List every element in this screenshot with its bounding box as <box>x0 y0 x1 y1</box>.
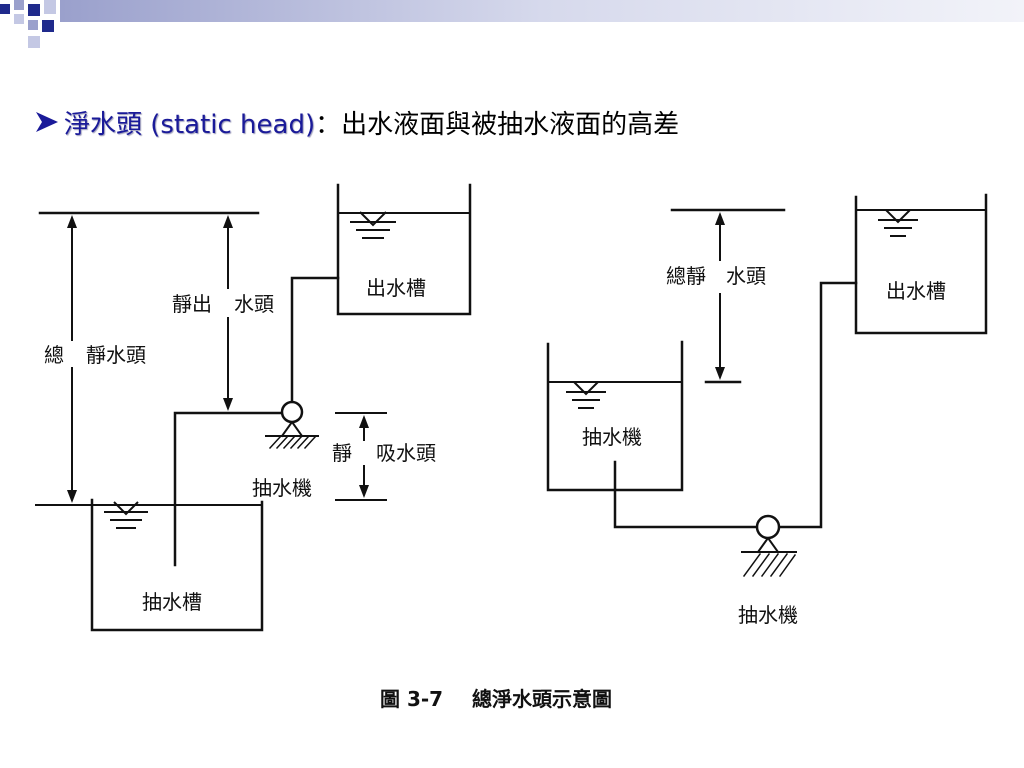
left-pump-label: 抽水機 <box>252 476 312 500</box>
right-discharge-pipe <box>778 281 858 529</box>
definition-text: 出水液面與被抽水液面的高差 <box>341 109 680 140</box>
figure-title: 總淨水頭示意圖 <box>472 687 612 711</box>
left-discharge-head-label-a: 靜出 <box>172 292 212 316</box>
left-upper-tank-label: 出水槽 <box>366 276 426 300</box>
left-pump-icon <box>280 400 304 424</box>
header-band <box>60 0 1024 22</box>
right-head-label-a: 總靜 <box>666 264 706 288</box>
left-suction-pipe <box>173 411 284 567</box>
left-total-head-label-a: 總 <box>44 343 64 367</box>
right-head-label-b: 水頭 <box>726 264 766 288</box>
water-level-icon <box>104 501 148 529</box>
water-level-icon <box>878 209 918 237</box>
left-total-head-label-b: 靜水頭 <box>86 343 146 367</box>
right-upper-tank <box>854 193 988 335</box>
left-upper-tank <box>336 183 472 316</box>
left-suction-head-label-a: 靜 <box>332 441 352 465</box>
left-suction-head-label-b: 吸水頭 <box>376 441 436 465</box>
left-discharge-head-label-b: 水頭 <box>234 292 274 316</box>
water-level-icon <box>350 211 396 239</box>
bullet-point: 淨水頭 (static head) ： 出水液面與被抽水液面的高差 <box>34 102 679 142</box>
left-lower-tank-label: 抽水槽 <box>142 590 202 614</box>
right-suction-pipe <box>613 460 758 529</box>
water-level-icon <box>566 381 606 409</box>
right-lower-tank-label: 抽水機 <box>582 425 642 449</box>
colon-separator: ： <box>315 109 342 140</box>
right-pump-icon <box>755 514 781 540</box>
left-lower-tank <box>90 498 264 632</box>
figure-number: 圖 3-7 <box>380 687 443 711</box>
arrow-bullet-icon <box>36 112 58 132</box>
right-pump-label: 抽水機 <box>738 603 798 627</box>
right-upper-tank-label: 出水槽 <box>886 279 946 303</box>
term-label: 淨水頭 (static head) <box>64 109 316 140</box>
left-discharge-pipe <box>290 276 340 404</box>
